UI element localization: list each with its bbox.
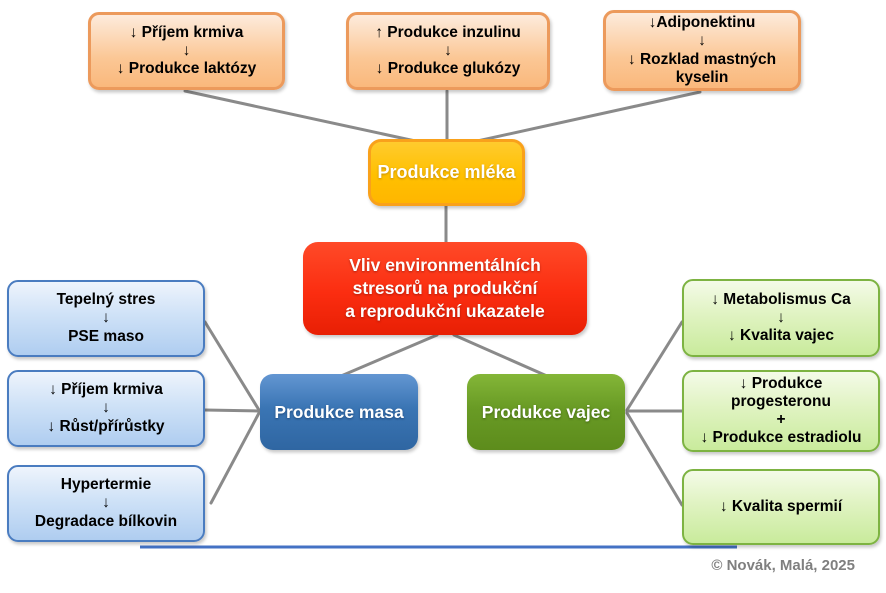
meat-factor-box-hyperthermia: Hypertermie ↓ Degradace bílkovin xyxy=(7,465,205,542)
down-arrow-glyph: ↓ xyxy=(777,308,785,326)
milk-factor-box-insulin: ↑ Produkce inzulinu ↓ ↓ Produkce glukózy xyxy=(346,12,550,90)
egg-factor-box-hormones: ↓ Produkce progesteronu + ↓ Produkce est… xyxy=(682,370,880,452)
down-arrow-glyph: ↓ xyxy=(102,399,110,417)
box-text-line: PSE maso xyxy=(68,327,144,345)
meat-production-box: Produkce masa xyxy=(260,374,418,450)
box-text-line: ↓ Produkce glukózy xyxy=(375,60,521,78)
milk-factor-box-feed-intake: ↓ Příjem krmiva ↓ ↓ Produkce laktózy xyxy=(88,12,285,90)
box-text-line: ↓ Rozklad mastných xyxy=(627,50,777,68)
box-title-line: a reprodukční ukazatele xyxy=(345,301,545,322)
box-text-line: ↓Adiponektinu xyxy=(648,14,756,32)
down-arrow-glyph: ↓ xyxy=(102,309,110,327)
egg-factor-box-ca-metabolism: ↓ Metabolismus Ca ↓ ↓ Kvalita vajec xyxy=(682,279,880,357)
central-topic-box: Vliv environmentálních stresorů na produ… xyxy=(303,242,587,335)
egg-factor-box-sperm-quality: ↓ Kvalita spermií xyxy=(682,469,880,545)
box-text-line: kyselin xyxy=(675,68,729,86)
box-text-line: ↓ Metabolismus Ca xyxy=(711,290,851,308)
down-arrow-glyph: ↓ xyxy=(444,41,452,59)
box-text-line: Degradace bílkovin xyxy=(34,512,178,530)
box-text-line: ↓ Produkce xyxy=(739,374,823,392)
box-text-line: progesteronu xyxy=(731,392,831,410)
box-text-line: ↓ Produkce estradiolu xyxy=(700,429,862,447)
meat-factor-box-feed-intake: ↓ Příjem krmiva ↓ ↓ Růst/přírůstky xyxy=(7,370,205,447)
box-text-line: ↓ Příjem krmiva xyxy=(129,23,244,41)
box-text-line: ↓ Růst/přírůstky xyxy=(47,417,165,435)
milk-factor-box-adiponectin: ↓Adiponektinu ↓ ↓ Rozklad mastných kysel… xyxy=(603,10,801,91)
down-arrow-glyph: ↓ xyxy=(698,32,706,50)
down-arrow-glyph: ↓ xyxy=(102,494,110,512)
box-text-line: ↓ Příjem krmiva xyxy=(49,381,163,399)
box-text-line: Hypertermie xyxy=(60,476,152,494)
plus-glyph: + xyxy=(776,411,786,428)
meat-factor-box-heat-stress: Tepelný stres ↓ PSE maso xyxy=(7,280,205,357)
box-title: Produkce masa xyxy=(274,401,404,422)
box-title: Produkce mléka xyxy=(377,161,516,182)
egg-production-box: Produkce vajec xyxy=(467,374,625,450)
credit-text: © Novák, Malá, 2025 xyxy=(711,557,855,574)
milk-production-box: Produkce mléka xyxy=(368,139,525,206)
box-text-line: ↓ Kvalita spermií xyxy=(719,497,843,515)
box-title: Produkce vajec xyxy=(481,401,611,422)
box-title-line: Vliv environmentálních xyxy=(349,254,541,275)
box-text-line: Tepelný stres xyxy=(56,291,156,309)
down-arrow-glyph: ↓ xyxy=(182,41,191,59)
box-text-line: ↓ Produkce laktózy xyxy=(116,60,257,78)
box-title-line: stresorů na produkční xyxy=(352,277,538,298)
box-text-line: ↓ Kvalita vajec xyxy=(728,327,834,345)
box-text-line: ↑ Produkce inzulinu xyxy=(375,23,521,41)
